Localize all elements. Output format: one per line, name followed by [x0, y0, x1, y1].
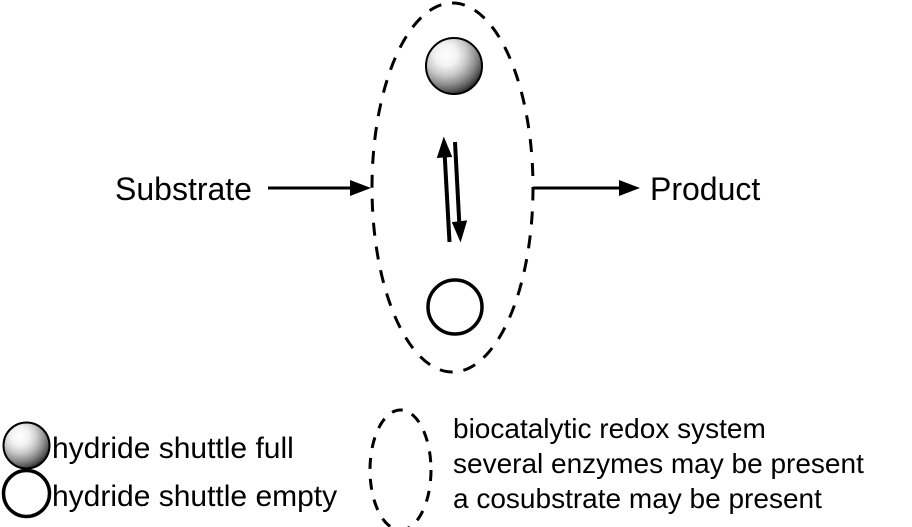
hydride-shuttle-full-sphere	[425, 37, 483, 95]
legend-marker-hydride-shuttle-full	[2, 421, 51, 470]
legend-label-hydride-shuttle-full: hydride shuttle full	[52, 432, 294, 465]
product-label: Product	[650, 171, 760, 207]
shuttle-cycle-arrow-down	[451, 141, 468, 243]
product-arrow	[533, 180, 640, 196]
legend-label-hydride-shuttle-empty: hydride shuttle empty	[52, 480, 337, 513]
shuttle-cycle-arrow-up	[436, 136, 453, 243]
substrate-arrow	[268, 180, 371, 196]
legend-note-line-2: several enzymes may be present	[453, 448, 864, 479]
substrate-label: Substrate	[115, 171, 252, 207]
hydride-shuttle-empty-circle	[426, 278, 484, 336]
legend-note-line-1: biocatalytic redox system	[453, 413, 766, 444]
legend-note-line-3: a cosubstrate may be present	[453, 483, 822, 514]
legend-marker-system-boundary	[368, 408, 433, 527]
legend-marker-hydride-shuttle-empty	[1, 468, 52, 519]
